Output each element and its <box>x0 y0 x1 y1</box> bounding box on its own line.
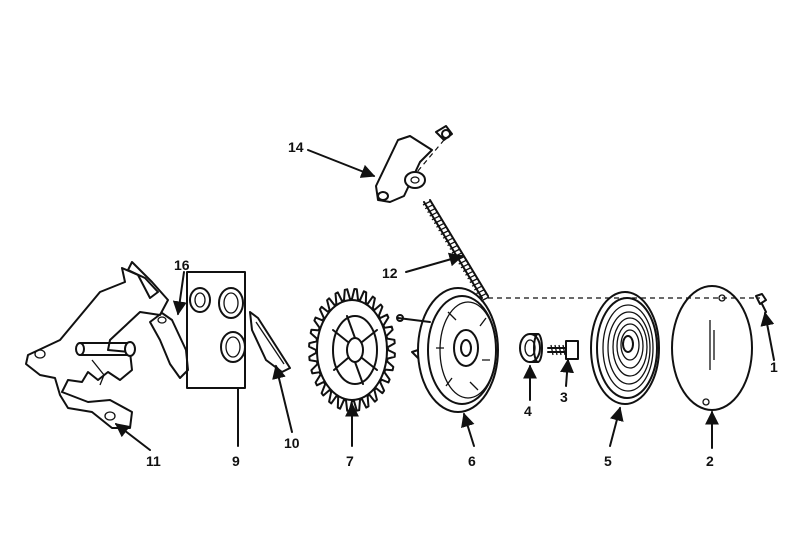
part-11-bracket <box>25 261 169 429</box>
callout-3: 3 <box>560 389 568 405</box>
callout-14: 14 <box>288 139 304 155</box>
part-10-spring-clip <box>249 311 291 373</box>
callout-9: 9 <box>232 453 240 469</box>
leader-arrows <box>114 149 775 451</box>
callout-5: 5 <box>604 453 612 469</box>
part-4-bushing <box>519 333 543 363</box>
part-16-pawl <box>149 312 189 379</box>
part-12-rope <box>422 199 490 302</box>
callout-labels: 1 2 3 4 5 6 7 9 10 11 12 14 16 <box>146 139 778 469</box>
part-5-recoil-spring <box>590 291 660 405</box>
part-6-pulley <box>396 287 499 413</box>
callout-10: 10 <box>284 435 300 451</box>
part-3-screw <box>547 340 579 360</box>
callout-16: 16 <box>174 257 190 273</box>
part-2-cover <box>671 285 753 411</box>
part-7-gear <box>308 288 396 412</box>
part-9-plate <box>186 271 246 389</box>
callout-7: 7 <box>346 453 354 469</box>
callout-4: 4 <box>524 403 532 419</box>
callout-6: 6 <box>468 453 476 469</box>
part-1-screw <box>755 293 767 313</box>
callout-11: 11 <box>146 453 161 469</box>
callout-12: 12 <box>382 265 398 281</box>
callout-2: 2 <box>706 453 714 469</box>
part-14-handle <box>375 125 453 203</box>
callout-1: 1 <box>770 359 778 375</box>
